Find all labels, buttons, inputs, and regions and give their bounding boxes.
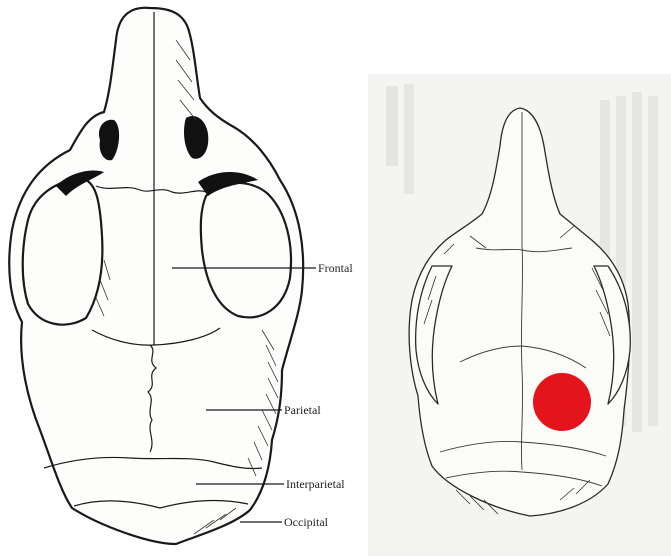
occipital-label: Occipital <box>284 515 329 529</box>
red-marker-dot <box>533 373 591 431</box>
interparietal-label: Interparietal <box>286 477 345 491</box>
left-skull-drawing: Frontal Parietal Interparietal Occipital <box>9 8 353 544</box>
right-skull-drawing <box>368 74 671 556</box>
frontal-label: Frontal <box>318 261 353 275</box>
parietal-label: Parietal <box>284 403 321 417</box>
